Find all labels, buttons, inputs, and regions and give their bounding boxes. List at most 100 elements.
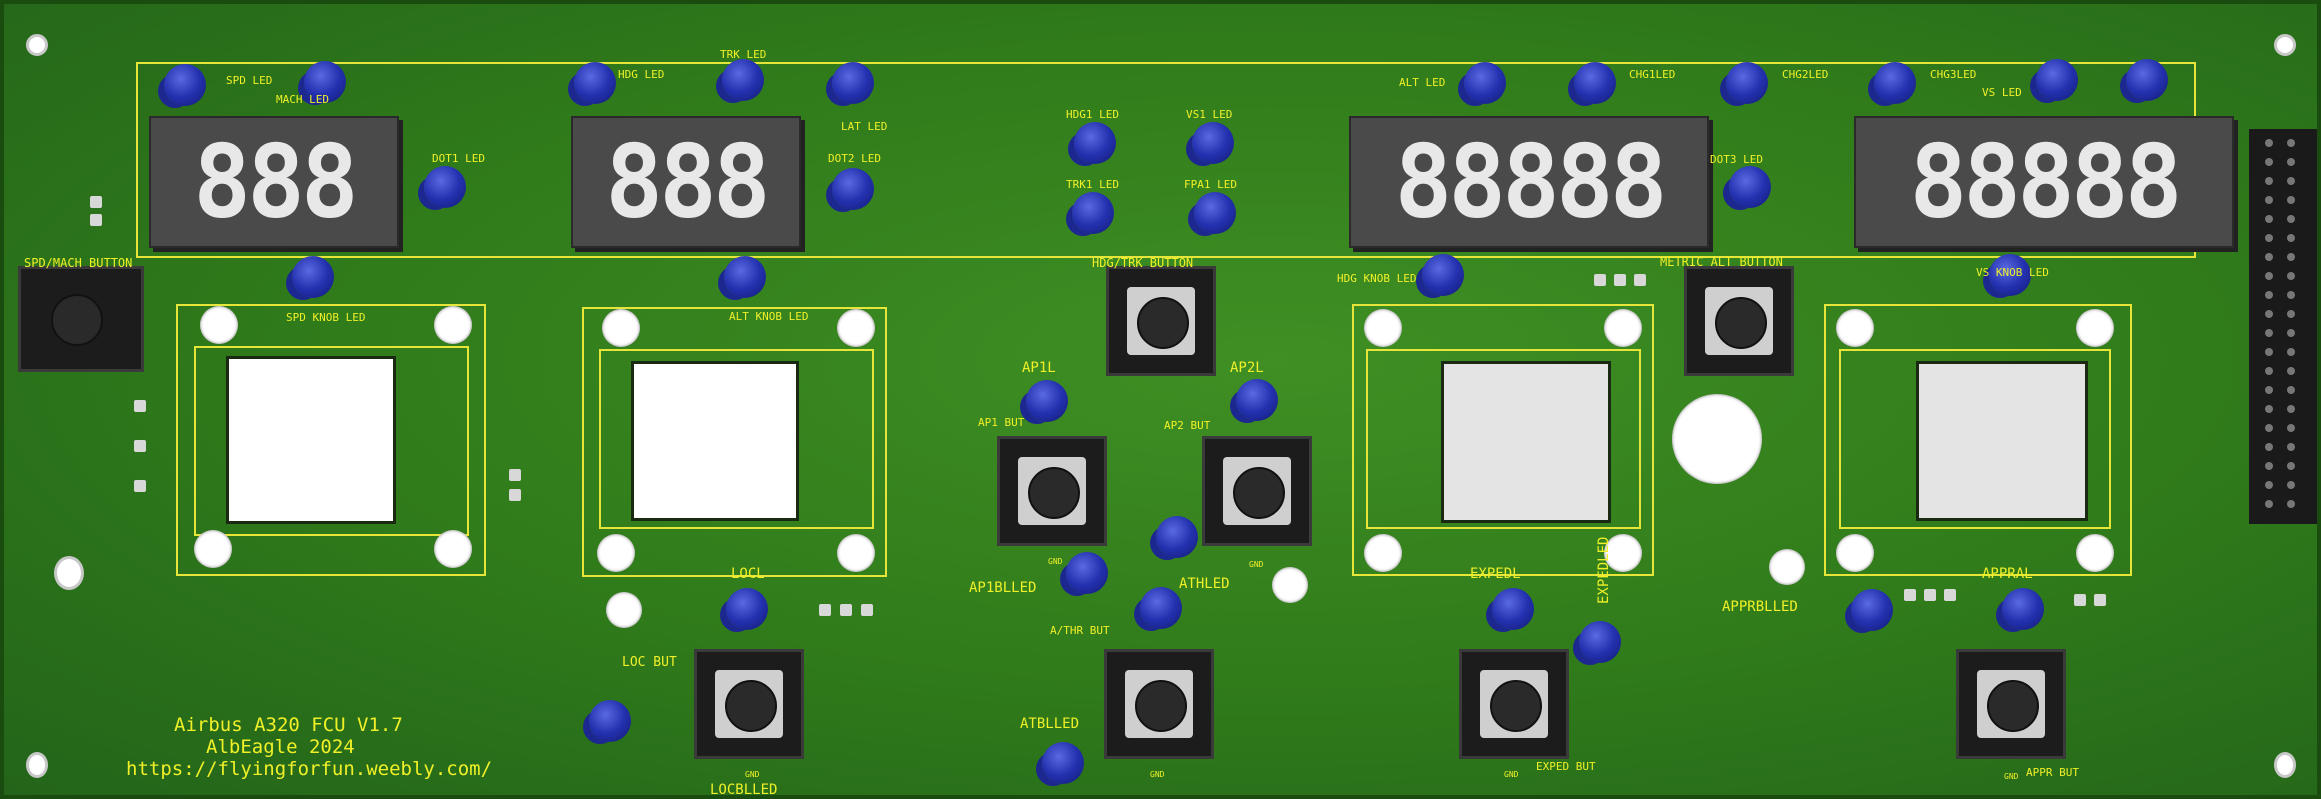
metric-alt-button[interactable] xyxy=(1684,266,1794,376)
header-pin xyxy=(2287,500,2295,508)
lcd-hole xyxy=(837,534,875,572)
large-hole xyxy=(1672,394,1762,484)
label-hdg1-led: HDG1 LED xyxy=(1066,108,1119,121)
alt-led xyxy=(1464,62,1506,104)
mach-led xyxy=(304,61,346,103)
hdg-led xyxy=(574,62,616,104)
ap1-button[interactable] xyxy=(997,436,1107,546)
header-pin xyxy=(2287,310,2295,318)
header-pin xyxy=(2265,291,2273,299)
exped-button[interactable] xyxy=(1459,649,1569,759)
label-hdg-trk-button: HDG/TRK BUTTON xyxy=(1092,256,1194,270)
header-pin xyxy=(2287,291,2295,299)
credit-url: https://flyingforfun.weebly.com/ xyxy=(126,758,493,780)
spd-display: 888 xyxy=(149,116,399,248)
vs-display-digits: 88888 xyxy=(1909,123,2183,241)
loc-button[interactable] xyxy=(694,649,804,759)
exped-led xyxy=(1579,621,1621,663)
lcd-hole xyxy=(602,309,640,347)
athr-button[interactable] xyxy=(1104,649,1214,759)
header-pin xyxy=(2287,253,2295,261)
small-hole xyxy=(1769,549,1805,585)
header-pin xyxy=(2287,139,2295,147)
trk-led xyxy=(722,59,764,101)
label-gnd: GND xyxy=(745,770,760,779)
lcd-hole xyxy=(1836,534,1874,572)
label-chg1led: CHG1LED xyxy=(1629,68,1676,81)
label-athr-but: A/THR BUT xyxy=(1050,624,1110,637)
pad xyxy=(819,604,831,616)
alt-lcd-frame xyxy=(1352,304,1654,576)
pad xyxy=(90,196,102,208)
header-pin xyxy=(2265,367,2273,375)
hdg-trk-button[interactable] xyxy=(1106,266,1216,376)
label-vs-knob-led: VS KNOB LED xyxy=(1976,266,2049,279)
header-pin xyxy=(2265,196,2273,204)
label-fpa1-led: FPA1 LED xyxy=(1184,178,1237,191)
header-pin xyxy=(2265,329,2273,337)
header-pin xyxy=(2287,158,2295,166)
hdg-display: 888 xyxy=(571,116,801,248)
label-metric-alt-button: METRIC ALT BUTTON xyxy=(1660,255,1783,269)
vs1-led xyxy=(1192,122,1234,164)
alt-knob-led xyxy=(724,256,766,298)
label-chg2led: CHG2LED xyxy=(1782,68,1829,81)
loc-but-led xyxy=(589,700,631,742)
header-pin xyxy=(2265,443,2273,451)
pad xyxy=(90,214,102,226)
header-pin xyxy=(2287,177,2295,185)
lcd-hole xyxy=(597,534,635,572)
header-pin xyxy=(2265,424,2273,432)
mounting-hole xyxy=(2274,34,2296,56)
appr-button[interactable] xyxy=(1956,649,2066,759)
pad xyxy=(1634,274,1646,286)
header-pin xyxy=(2287,348,2295,356)
label-alt-led: ALT LED xyxy=(1399,76,1446,89)
lcd-hole xyxy=(200,306,238,344)
spd-mach-button[interactable] xyxy=(18,266,144,372)
lcd-hole xyxy=(1364,309,1402,347)
label-apprblled: APPRBLLED xyxy=(1722,599,1798,615)
hdg1-led xyxy=(1074,122,1116,164)
label-appr-but: APPR BUT xyxy=(2026,766,2079,779)
label-mach-led: MACH LED xyxy=(276,93,329,106)
ath-led xyxy=(1156,516,1198,558)
label-gnd: GND xyxy=(1048,557,1063,566)
ap2l-led xyxy=(1236,379,1278,421)
label-hdg-led: HDG LED xyxy=(618,68,665,81)
credit-title: Airbus A320 FCU V1.7 xyxy=(174,714,403,736)
label-trk-led: TRK LED xyxy=(720,48,767,61)
label-loc-but: LOC BUT xyxy=(622,655,677,670)
dot3-led xyxy=(1729,166,1771,208)
lcd-hole xyxy=(1604,534,1642,572)
header-pin xyxy=(2287,215,2295,223)
pad xyxy=(1904,589,1916,601)
header-pin xyxy=(2287,367,2295,375)
hdg-lcd-frame xyxy=(582,307,887,577)
spd-lcd-inner xyxy=(194,346,469,536)
pad xyxy=(134,400,146,412)
ap1l-led xyxy=(1026,380,1068,422)
label-expedled: EXPEDLED xyxy=(1596,536,1612,604)
chg2-led xyxy=(1726,62,1768,104)
expedl-led xyxy=(1492,588,1534,630)
header-pin xyxy=(2265,253,2273,261)
small-hole xyxy=(606,592,642,628)
label-atblled: ATBLLED xyxy=(1020,716,1080,732)
label-vs-led: VS LED xyxy=(1982,86,2022,99)
header-pin xyxy=(2265,310,2273,318)
pad xyxy=(1944,589,1956,601)
lcd-hole xyxy=(1604,309,1642,347)
label-appral: APPRAL xyxy=(1982,566,2033,582)
chg1-led xyxy=(1574,62,1616,104)
spd-display-digits: 888 xyxy=(193,123,358,241)
label-ap1-but: AP1 BUT xyxy=(978,416,1025,429)
header-pin xyxy=(2287,234,2295,242)
label-gnd: GND xyxy=(1150,770,1165,779)
label-expedl: EXPEDL xyxy=(1470,566,1521,582)
header-pin xyxy=(2287,272,2295,280)
alt-lcd xyxy=(1441,361,1611,523)
ap2-button[interactable] xyxy=(1202,436,1312,546)
fpa1-led xyxy=(1194,192,1236,234)
header-pin xyxy=(2265,177,2273,185)
